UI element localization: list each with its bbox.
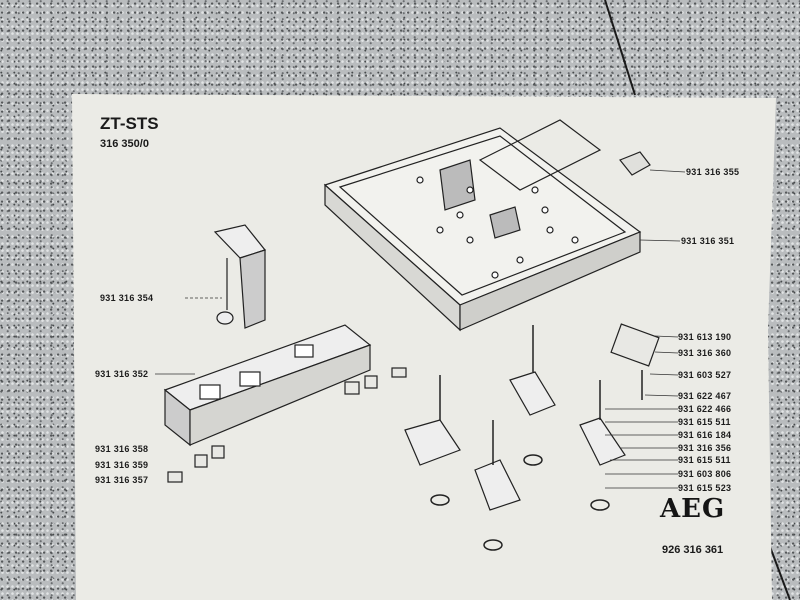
part-label: 931 615 523 [678, 483, 732, 493]
part-label: 931 316 358 [95, 444, 149, 454]
part-label: 931 316 352 [95, 369, 149, 379]
part-label: 931 622 467 [678, 391, 732, 401]
leader-lines [155, 169, 686, 489]
small-parts [167, 323, 660, 483]
part-label: 931 316 355 [686, 167, 740, 177]
part-label: 931 316 359 [95, 460, 149, 470]
part-label: 931 316 357 [95, 475, 149, 485]
document-subtitle: 316 350/0 [100, 138, 149, 150]
part-label: 931 616 184 [678, 430, 732, 440]
part-label: 931 316 351 [681, 236, 735, 246]
document-number: 926 316 361 [662, 544, 724, 556]
part-label: 931 615 511 [678, 417, 731, 427]
part-label: 931 603 527 [678, 370, 732, 380]
part-352-rail [163, 324, 372, 447]
saw-table-plate [323, 119, 642, 332]
part-355-clip [619, 151, 651, 176]
part-label: 931 613 190 [678, 332, 732, 342]
part-label: 931 316 354 [100, 293, 154, 303]
part-label: 931 622 466 [678, 404, 732, 414]
bolts-and-wing-nuts [430, 325, 643, 551]
aeg-logo: AEG [660, 494, 726, 524]
part-label: 931 603 806 [678, 469, 732, 479]
document-title: ZT-STS [100, 114, 159, 133]
part-354-clamp [213, 224, 267, 329]
hold-down-brackets [404, 371, 626, 511]
part-label: 931 316 360 [678, 348, 732, 358]
part-label: 931 316 356 [678, 443, 732, 453]
part-label: 931 615 511 [678, 455, 731, 465]
